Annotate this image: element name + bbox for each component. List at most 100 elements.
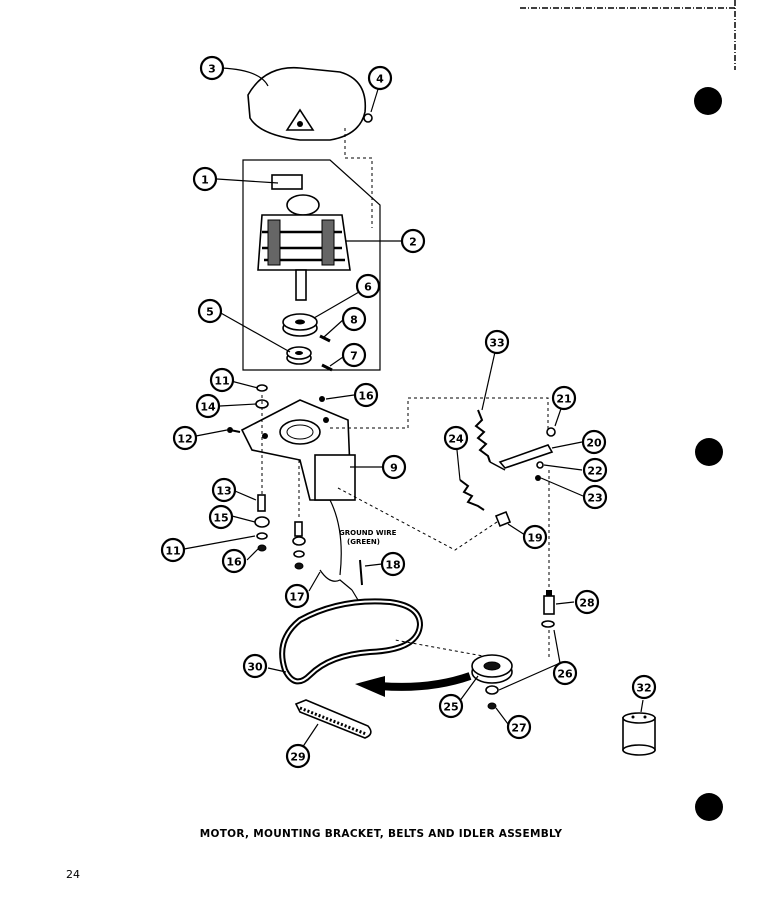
cover-to-motor-dash [344, 128, 373, 228]
nut-27 [487, 702, 497, 710]
svg-text:33: 33 [489, 337, 504, 350]
svg-text:29: 29 [290, 751, 305, 764]
svg-text:20: 20 [586, 437, 602, 450]
washer-26-top [541, 620, 555, 628]
grommet-stack-left [254, 384, 270, 552]
svg-text:11: 11 [165, 545, 180, 558]
svg-text:30: 30 [247, 661, 263, 674]
diagram-caption: MOTOR, MOUNTING BRACKET, BELTS AND IDLER… [199, 828, 563, 840]
callout-20: 20 [581, 429, 607, 455]
svg-text:11: 11 [214, 375, 229, 388]
svg-text:23: 23 [587, 492, 602, 505]
binder-hole-top [694, 87, 722, 115]
svg-text:16: 16 [358, 390, 374, 403]
mount-alignment-dash [261, 395, 300, 520]
callout-6: 6 [355, 273, 381, 299]
callout-7: 7 [341, 342, 367, 368]
callout-11-top: 11 [209, 367, 235, 393]
page-number: 24 [66, 868, 80, 881]
callout-19: 19 [522, 524, 548, 550]
idler-pulley-25 [471, 654, 513, 684]
motor-cover [247, 66, 367, 141]
idler-arm [498, 444, 554, 469]
svg-text:22: 22 [587, 465, 602, 478]
svg-text:18: 18 [385, 559, 400, 572]
callout-21: 21 [551, 385, 577, 411]
capacitor-32 [622, 712, 656, 756]
svg-text:14: 14 [200, 401, 216, 414]
svg-text:6: 6 [364, 281, 372, 294]
ground-wire-label-line1: GROUND WIRE [339, 529, 397, 537]
screw-18 [359, 559, 363, 586]
idler-spring-24 [459, 479, 485, 511]
svg-text:17: 17 [289, 591, 304, 604]
svg-text:5: 5 [206, 306, 214, 319]
callout-16-top: 16 [353, 382, 379, 408]
grommet-stack-center [292, 521, 306, 570]
idler-dash-top [330, 397, 549, 430]
svg-text:3: 3 [208, 63, 216, 76]
svg-text:21: 21 [556, 393, 571, 406]
callout-27: 27 [506, 714, 532, 740]
callout-4: 4 [367, 65, 393, 91]
svg-text:24: 24 [448, 433, 464, 446]
callout-8: 8 [341, 306, 367, 332]
bracket-19 [494, 510, 512, 528]
pump-pulley [286, 346, 312, 365]
svg-text:8: 8 [350, 314, 358, 327]
svg-text:1: 1 [201, 174, 209, 187]
callout-13: 13 [211, 477, 237, 503]
callout-16-bottom: 16 [221, 548, 247, 574]
washer-26-bottom [485, 685, 499, 695]
leader-lines [183, 67, 644, 749]
svg-text:9: 9 [390, 462, 398, 475]
pump-belt [294, 699, 372, 739]
svg-text:16: 16 [226, 556, 242, 569]
set-screw-8 [319, 334, 331, 343]
callout-14: 14 [195, 393, 221, 419]
idler-shaft-28 [543, 590, 555, 615]
scan-edge-mark [520, 0, 736, 70]
callout-28: 28 [574, 589, 600, 615]
svg-text:13: 13 [216, 485, 231, 498]
motor-body [257, 174, 351, 301]
callout-17: 17 [284, 583, 310, 609]
svg-text:32: 32 [636, 682, 651, 695]
mounting-bracket [240, 399, 356, 501]
svg-text:25: 25 [443, 701, 458, 714]
callout-11-bottom: 11 [160, 537, 186, 563]
callout-23: 23 [582, 484, 608, 510]
idler-spring-33 [474, 409, 506, 471]
callout-1: 1 [192, 166, 218, 192]
ground-wire [319, 569, 359, 601]
svg-text:2: 2 [409, 236, 417, 249]
idler-dash-bracket [337, 487, 501, 551]
callout-24: 24 [443, 425, 469, 451]
callout-25: 25 [438, 693, 464, 719]
rotation-arrow [379, 672, 472, 691]
callout-3: 3 [199, 55, 225, 81]
washer-22 [536, 461, 544, 469]
svg-text:28: 28 [579, 597, 594, 610]
binder-hole-middle [695, 438, 723, 466]
callout-9: 9 [381, 454, 407, 480]
callout-32: 32 [631, 674, 657, 700]
nut-21 [546, 427, 556, 437]
cover-screw [363, 113, 373, 123]
svg-text:15: 15 [213, 512, 228, 525]
svg-text:19: 19 [527, 532, 542, 545]
callout-15: 15 [208, 504, 234, 530]
callout-26: 26 [552, 660, 578, 686]
svg-text:7: 7 [350, 350, 358, 363]
svg-text:26: 26 [557, 668, 573, 681]
binder-hole-bottom [695, 793, 723, 821]
svg-text:12: 12 [177, 433, 192, 446]
nut-16-top [319, 396, 325, 402]
drive-belt [279, 598, 424, 685]
callout-29: 29 [285, 743, 311, 769]
set-screw-7 [321, 363, 333, 372]
callout-2: 2 [400, 228, 426, 254]
callout-5: 5 [197, 298, 223, 324]
motor-pulley [282, 313, 318, 337]
